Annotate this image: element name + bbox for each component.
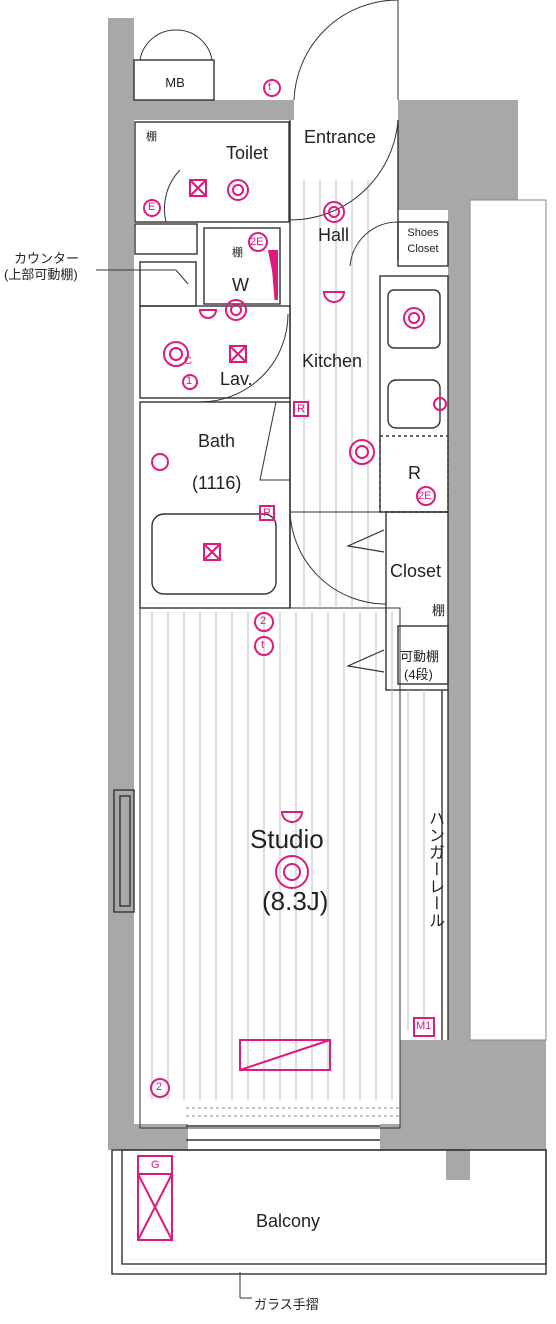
c-symbol: C: [184, 355, 192, 367]
refrigerator-label: R: [408, 463, 421, 483]
movable-shelf-label: 可動棚: [400, 649, 440, 664]
r-box-symbol-1: R: [297, 403, 305, 415]
w-closet-label: W: [232, 275, 249, 295]
studio-size-label: (8.3J): [262, 886, 329, 916]
shoes-closet-label-line1: Shoes: [407, 227, 439, 239]
walls: [108, 18, 546, 1180]
door-swings: [139, 0, 399, 605]
kitchen-label: Kitchen: [302, 351, 363, 371]
one-symbol: 1: [186, 375, 193, 387]
g-symbol: G: [151, 1159, 160, 1171]
t-symbol-top: t: [268, 81, 272, 93]
two-symbol-studio: 2: [260, 615, 267, 627]
counter-callout-line2: (上部可動棚): [4, 267, 78, 282]
m1-symbol: M1: [416, 1020, 432, 1032]
entrance-label: Entrance: [304, 127, 377, 147]
closet-shelf-label: 棚: [432, 603, 446, 618]
two-symbol-bottom: 2: [156, 1081, 163, 1093]
2e-symbol-w: 2E: [250, 236, 264, 248]
closet-doors: [345, 529, 385, 673]
studio-floor-lines: [151, 180, 425, 1100]
e-symbol: E: [148, 201, 156, 213]
studio-label: Studio: [250, 824, 324, 854]
hanger-rail-label: ハンガーレール: [426, 810, 443, 929]
glass-rail-callout: ガラス手摺: [254, 1297, 319, 1312]
mb-label: MB: [165, 75, 185, 90]
equipment-symbols: [137, 79, 447, 1241]
hall-label: Hall: [318, 225, 350, 245]
t-symbol-studio: t: [261, 639, 265, 651]
shoes-closet-label-line2: Closet: [407, 243, 439, 255]
w-shelf-label: 棚: [232, 247, 243, 259]
toilet-label: Toilet: [226, 143, 269, 163]
lav-label: Lav.: [220, 369, 253, 389]
r-box-symbol-2: R: [263, 507, 271, 519]
closet-label: Closet: [390, 561, 442, 581]
bath-size-label: (1116): [192, 473, 242, 493]
partitions: [111, 59, 547, 1275]
2e-symbol-r: 2E: [418, 490, 432, 502]
bath-label: Bath: [198, 431, 236, 451]
toilet-shelf-label: 棚: [146, 131, 157, 143]
counter-callout-line1: カウンター: [14, 251, 80, 266]
movable-shelf-count-label: (4段): [404, 667, 433, 682]
balcony-label: Balcony: [256, 1211, 321, 1231]
